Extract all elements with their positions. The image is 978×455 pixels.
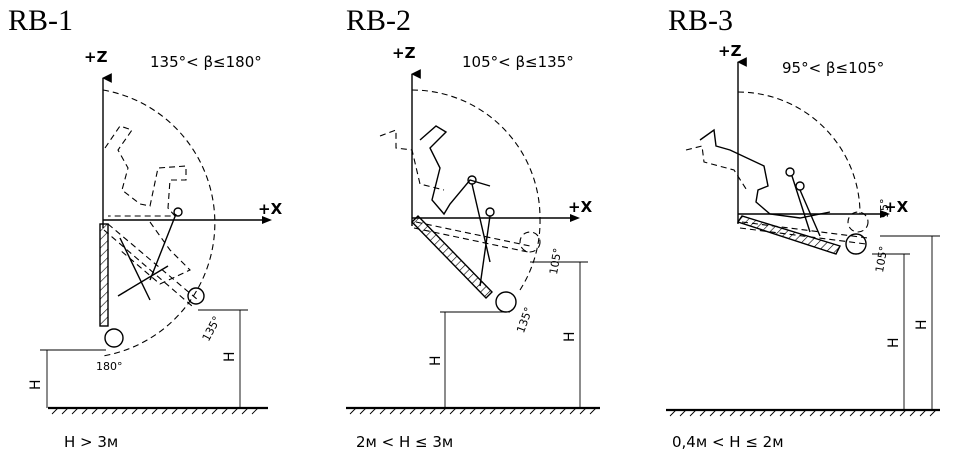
panel-1-h-label-right: H [222, 351, 238, 362]
panel-1-x-label: +X [258, 200, 283, 218]
panel-3-x-label: +X [884, 198, 909, 216]
panel-2-h-label-left: H [428, 355, 444, 366]
panel-2-platform-135 [411, 215, 493, 299]
panel-2-title: RB-2 [346, 4, 412, 37]
panel-1-height-condition: H > 3м [64, 433, 119, 451]
panel-1-angle-range: 135°< β≤180° [150, 53, 262, 71]
panel-2-diagram: H H +Z +X 105° 135° [346, 44, 600, 415]
panel-2-angle-range: 105°< β≤135° [462, 53, 574, 71]
panel-3-h-label-left: H [886, 337, 902, 348]
panel-2-angle-105: 105° [547, 247, 564, 275]
panel-1-platform-180 [99, 223, 109, 327]
panel-3-z-label: +Z [718, 42, 742, 60]
panel-2-h-label-right: H [562, 331, 578, 342]
panel-1-roller [104, 328, 124, 348]
panel-2-angle-135: 135° [514, 305, 535, 334]
panel-2-height-condition: 2м < H ≤ 3м [356, 433, 454, 451]
panel-3-height-condition: 0,4м < H ≤ 2м [672, 433, 784, 451]
panel-2-x-label: +X [568, 198, 593, 216]
panel-1-h-label-left: H [28, 379, 44, 390]
panel-1-ground-hatch [51, 407, 259, 415]
panel-1-diagram: H H +Z +X 180° 135° [28, 48, 283, 415]
panel-3-angle-95: 95° [878, 199, 891, 219]
panel-3-roller [845, 233, 867, 255]
panel-3-angle-range: 95°< β≤105° [782, 59, 885, 77]
panel-2-z-label: +Z [392, 44, 416, 62]
panel-1-angle-180: 180° [96, 360, 123, 373]
panel-2-roller [495, 291, 517, 313]
panel-1-angle-135: 135° [200, 314, 224, 344]
panel-1-rotation-arc [102, 89, 216, 357]
panel-1-z-label: +Z [84, 48, 108, 66]
panel-3-platform-105 [736, 215, 841, 255]
panel-1-title: RB-1 [8, 4, 74, 37]
panel-3-title: RB-3 [668, 4, 734, 37]
panel-3-h-label-right: H [914, 319, 930, 330]
panel-3-angle-105: 105° [873, 245, 890, 273]
panel-3-diagram: H H +Z +X 95° 105° [666, 42, 940, 417]
